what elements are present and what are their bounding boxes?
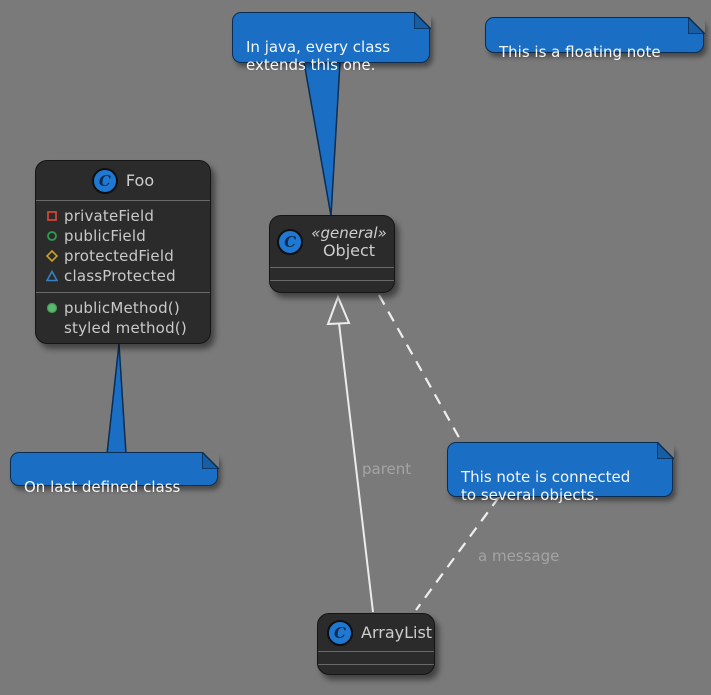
method-row: publicMethod() — [36, 298, 210, 318]
field-row: protectedField — [36, 246, 210, 266]
field-row: classProtected — [36, 266, 210, 286]
class-node-foo: C Foo privateField publicField pr — [35, 160, 211, 344]
empty-methods-compartment — [270, 281, 394, 292]
note-fold-icon — [687, 16, 705, 34]
method-row: styled method() — [36, 318, 210, 338]
compartment-separator — [270, 280, 394, 281]
method-label: publicMethod() — [64, 299, 180, 317]
method-icon-spacer — [46, 322, 58, 334]
class-object-title: C «general» Object — [270, 216, 394, 267]
class-icon: C — [327, 619, 353, 646]
compartment-separator — [270, 267, 394, 268]
class-object-name: Object — [322, 240, 376, 260]
protected-field-icon — [46, 250, 58, 262]
note-java-text: In java, every class extends this one. — [246, 38, 391, 74]
compartment-separator — [36, 200, 210, 201]
note-connected: This note is connected to several object… — [447, 441, 674, 504]
class-foo-fields: privateField publicField protectedField … — [36, 201, 210, 292]
package-field-icon — [46, 270, 58, 282]
note-connected-text: This note is connected to several object… — [461, 468, 631, 504]
class-foo-name: Foo — [125, 171, 155, 190]
note-fold-icon — [201, 451, 219, 469]
compartment-separator — [36, 292, 210, 293]
class-node-object: C «general» Object — [269, 215, 395, 293]
note-last-defined-class: On last defined class — [10, 451, 219, 496]
stereotype-label: «general» — [311, 223, 387, 242]
note-last-text: On last defined class — [24, 478, 181, 496]
note-link-object — [378, 294, 462, 442]
public-method-icon — [46, 302, 58, 314]
field-label: publicField — [64, 227, 146, 245]
empty-methods-compartment — [318, 665, 434, 674]
class-foo-methods: publicMethod() styled method() — [36, 293, 210, 343]
edge-label-message: a message — [478, 547, 560, 565]
field-label: privateField — [64, 207, 155, 225]
class-object-title-text: «general» Object — [311, 224, 387, 260]
public-field-icon — [47, 231, 57, 241]
note-floating: This is a floating note — [485, 16, 705, 61]
note-floating-text: This is a floating note — [499, 43, 661, 61]
class-icon: C — [277, 228, 304, 255]
note-fold-icon — [656, 441, 674, 459]
private-field-icon — [47, 211, 57, 221]
generalization-arrowhead-icon — [326, 294, 351, 326]
note-tail-java-to-object — [303, 61, 341, 217]
class-node-arraylist: C ArrayList — [317, 613, 435, 675]
class-foo-title: C Foo — [36, 161, 210, 200]
class-icon: C — [91, 167, 118, 194]
field-label: protectedField — [64, 247, 174, 265]
field-row: privateField — [36, 206, 210, 226]
note-fold-icon — [413, 11, 431, 29]
class-arraylist-name: ArrayList — [361, 623, 433, 642]
empty-fields-compartment — [270, 268, 394, 280]
empty-fields-compartment — [318, 652, 434, 664]
edge-label-parent: parent — [362, 460, 412, 478]
field-label: classProtected — [64, 267, 176, 285]
compartment-separator — [318, 664, 434, 665]
compartment-separator — [318, 651, 434, 652]
field-row: publicField — [36, 226, 210, 246]
note-java-extends: In java, every class extends this one. — [232, 11, 431, 74]
method-label: styled method() — [64, 319, 187, 337]
class-arraylist-title: C ArrayList — [318, 614, 434, 651]
note-tail-foo-to-note — [106, 343, 127, 455]
